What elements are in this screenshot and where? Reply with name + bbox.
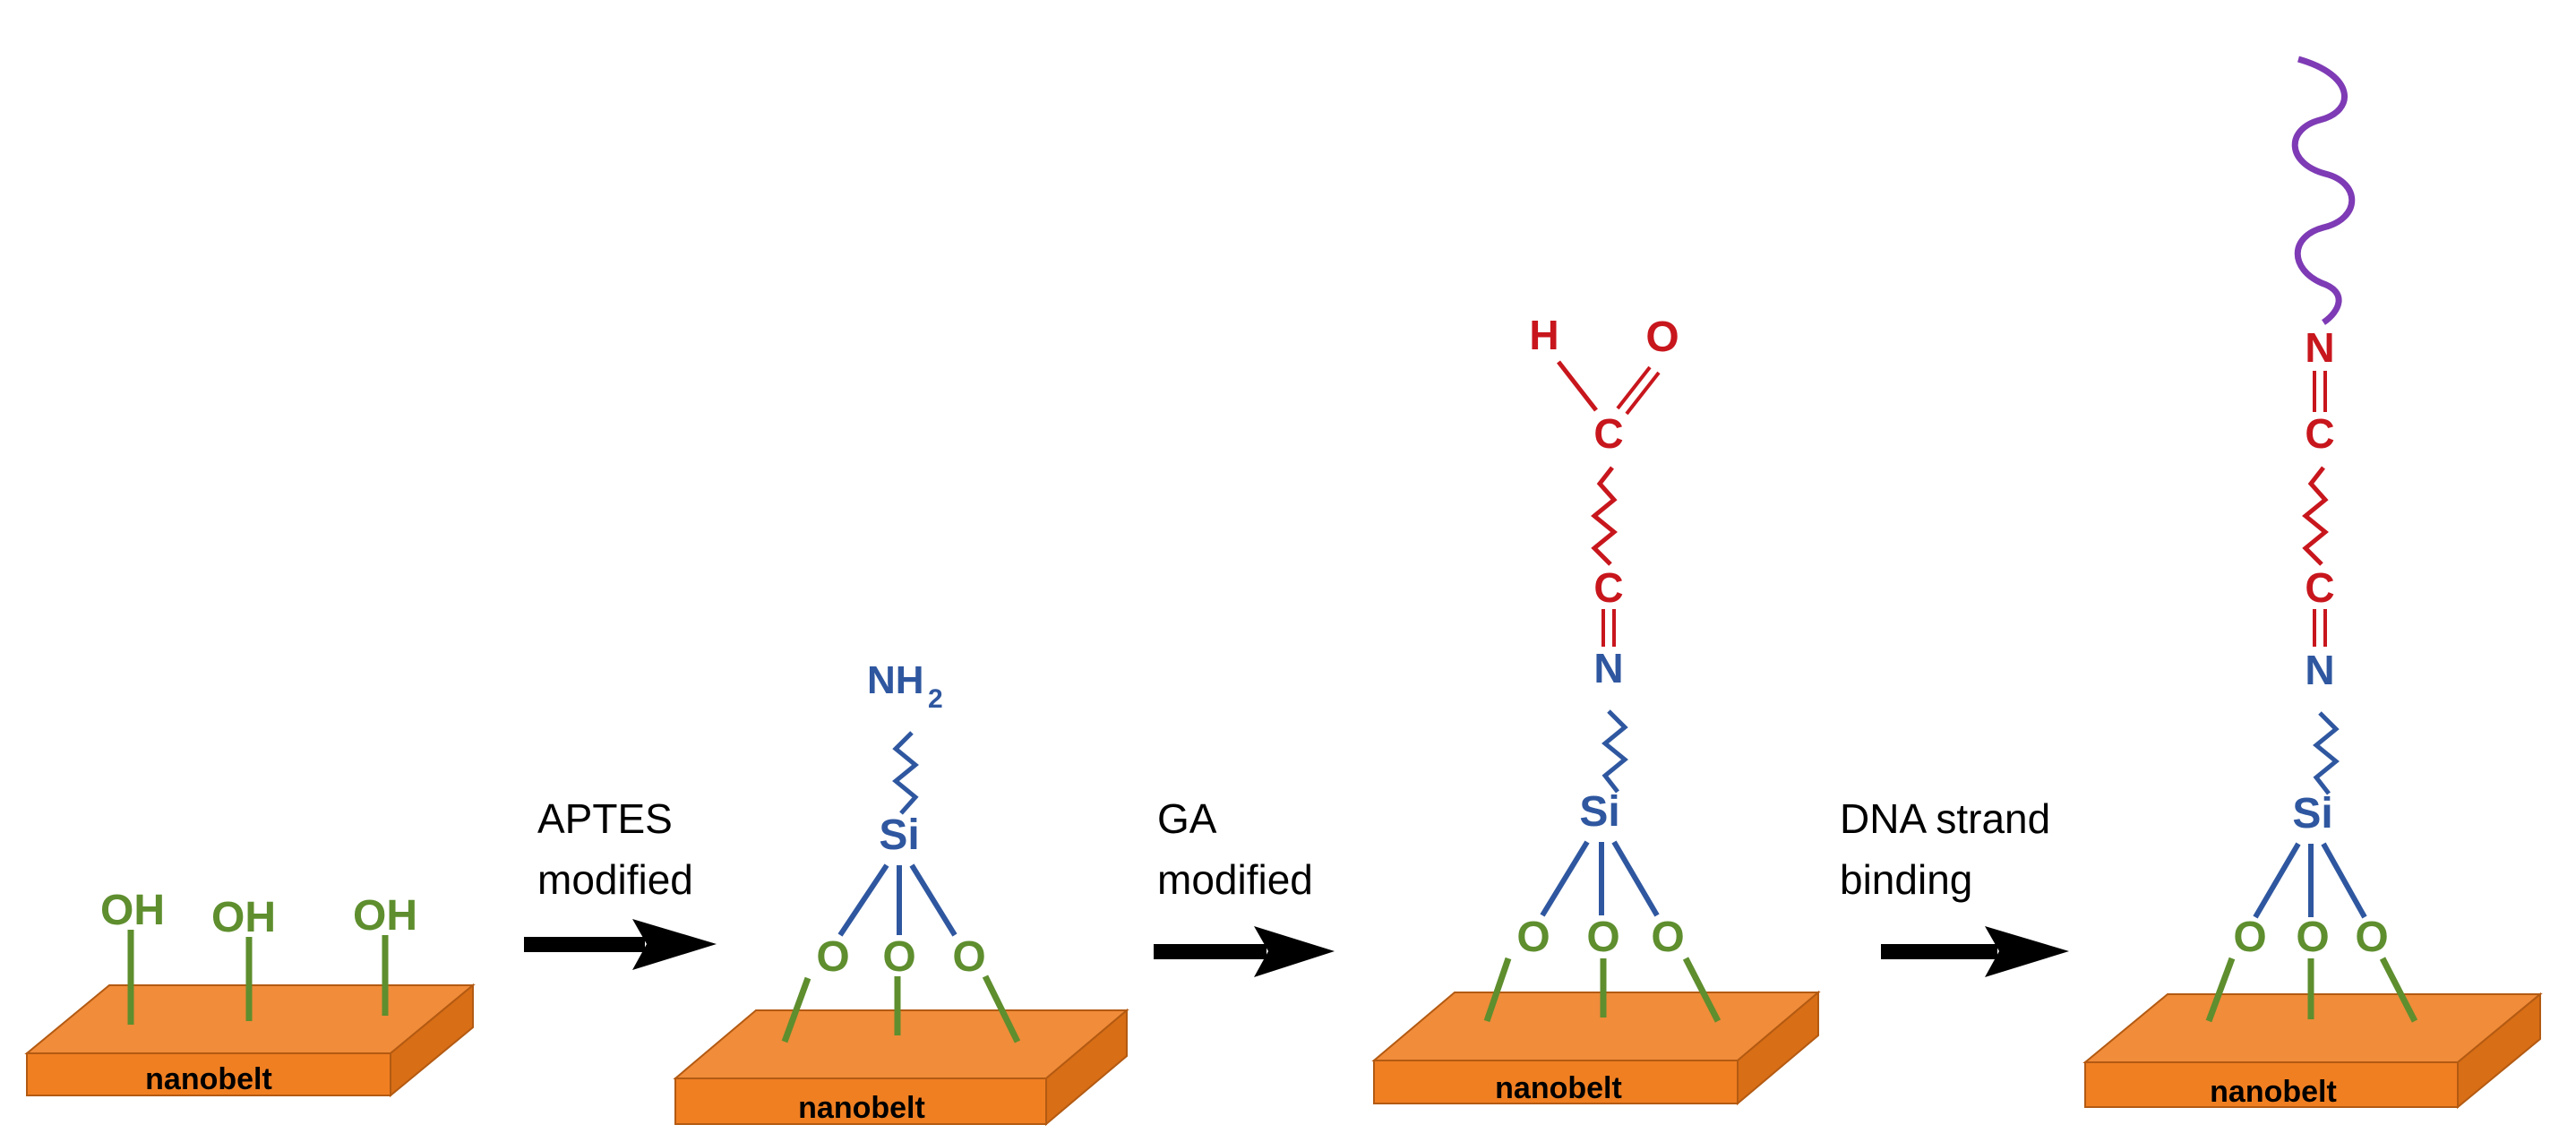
reaction-step-1: APTES modified — [524, 795, 717, 970]
siloxane-surface-bonds — [1483, 957, 1722, 1023]
nanobelt-label-2: nanobelt — [798, 1091, 925, 1125]
nanobelt-slab-1: nanobelt — [24, 983, 476, 1098]
dna-strand-icon — [2291, 56, 2356, 325]
imine-double-bond — [1601, 609, 1616, 647]
nanobelt-slab-3: nanobelt — [1371, 990, 1821, 1106]
arrow-icon-2 — [1154, 926, 1335, 977]
step-2-label-line2: modified — [1157, 856, 1313, 903]
glutaraldehyde-chain — [1591, 466, 1618, 566]
silicon-oxygen-bonds — [2253, 842, 2367, 919]
nanobelt-label-1: nanobelt — [145, 1062, 272, 1096]
oxygen-atom-2: O — [882, 933, 915, 981]
hydroxyl-group-1: OH — [100, 887, 165, 934]
propyl-chain — [892, 731, 919, 815]
nanobelt-slab-2: nanobelt — [673, 1008, 1129, 1127]
imine-double-bond-lower — [2313, 609, 2327, 647]
propyl-chain — [1601, 709, 1628, 794]
reaction-step-3: DNA strand binding — [1840, 795, 2069, 977]
carbon-atom-lower: C — [1593, 564, 1623, 611]
stage-2-aptes-surface: nanobelt O O O Si NH 2 — [673, 658, 1129, 1127]
silicon-oxygen-bonds — [1540, 840, 1660, 917]
hydroxyl-group-3: OH — [353, 892, 417, 940]
silicon-atom: Si — [2292, 790, 2332, 837]
slab-side-face — [1737, 990, 1819, 1106]
oxygen-atom-3: O — [952, 933, 985, 981]
hydroxyl-bonds — [127, 930, 389, 1025]
aldehyde-hydrogen: H — [1529, 312, 1558, 358]
oxygen-atom-3: O — [1651, 914, 1684, 961]
oxygen-atom-2: O — [1586, 914, 1619, 961]
amine-group: NH 2 — [867, 658, 943, 714]
nanobelt-label-3: nanobelt — [1495, 1071, 1622, 1105]
carbon-atom-upper: C — [2305, 410, 2334, 457]
step-1-label-line2: modified — [537, 856, 693, 903]
step-2-label-line1: GA — [1157, 795, 1217, 842]
reaction-step-2: GA modified — [1154, 795, 1335, 977]
arrow-icon-1 — [524, 919, 717, 970]
aldehyde-h-bond — [1557, 360, 1598, 412]
imine-double-bond-upper — [2313, 371, 2327, 412]
step-1-label-line1: APTES — [537, 795, 673, 842]
slab-side-face — [2457, 992, 2541, 1110]
nanobelt-label-4: nanobelt — [2210, 1075, 2337, 1109]
propyl-chain — [2313, 711, 2340, 795]
o-surface-bond-1 — [781, 976, 811, 1043]
imine-nitrogen-lower: N — [2305, 647, 2334, 693]
silicon-atom: Si — [879, 811, 919, 859]
imine-nitrogen-upper: N — [2305, 324, 2334, 371]
imine-nitrogen: N — [1593, 645, 1623, 691]
carbon-atom-upper: C — [1593, 410, 1623, 457]
silicon-atom: Si — [1579, 788, 1619, 836]
siloxane-surface-bonds — [781, 975, 1021, 1043]
siloxane-surface-bonds — [2205, 957, 2418, 1023]
nanobelt-slab-4: nanobelt — [2082, 992, 2543, 1110]
stage-4-dna-bound-surface: nanobelt O O O Si N C C N — [2082, 56, 2543, 1110]
step-3-label-line1: DNA strand — [1840, 795, 2050, 842]
oxygen-atom-1: O — [816, 933, 849, 981]
hydroxyl-group-2: OH — [211, 894, 276, 941]
step-3-label-line2: binding — [1840, 856, 1972, 903]
oxygen-atom-1: O — [2233, 914, 2266, 961]
arrow-icon-3 — [1881, 926, 2069, 977]
glutaraldehyde-chain — [2302, 466, 2329, 566]
slab-side-face — [1045, 1008, 1128, 1127]
oxygen-atom-1: O — [1516, 914, 1550, 961]
o-surface-bond-3 — [982, 975, 1021, 1043]
stage-3-glutaraldehyde-surface: nanobelt O O O Si N C C H O — [1371, 312, 1821, 1106]
carbonyl-double-bond — [1616, 365, 1661, 416]
silicon-oxygen-bonds — [837, 863, 957, 937]
carbon-atom-lower: C — [2305, 564, 2334, 611]
slab-side-face — [390, 983, 474, 1098]
oxygen-atom-2: O — [2296, 914, 2329, 961]
stage-1-hydroxyl-surface: nanobelt OH OH OH — [24, 887, 476, 1098]
oxygen-atom-3: O — [2355, 914, 2388, 961]
aldehyde-oxygen: O — [1645, 313, 1679, 361]
amine-subscript: 2 — [928, 684, 943, 714]
amine-label: NH — [867, 658, 924, 702]
